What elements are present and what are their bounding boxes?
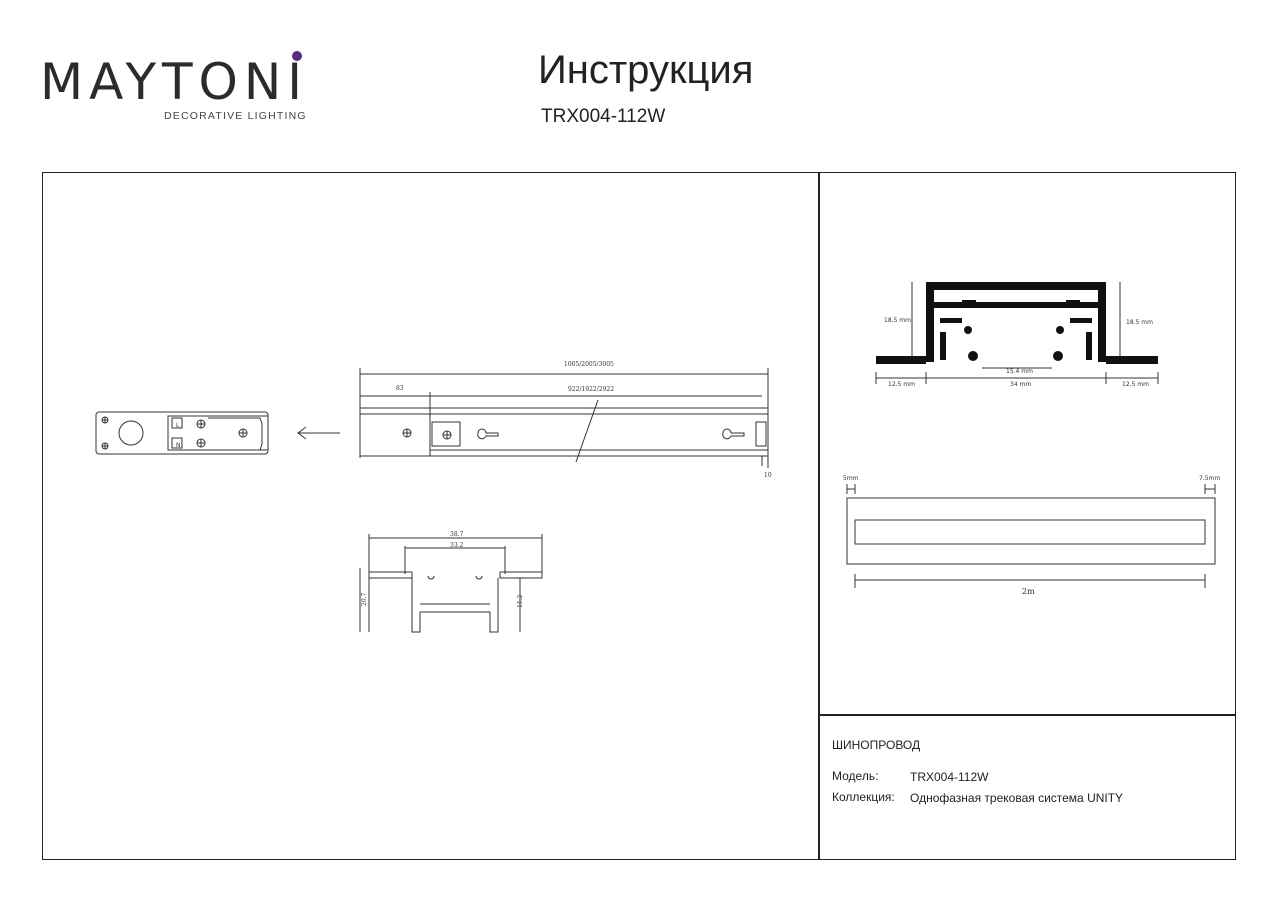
page-title: Инструкция (538, 48, 754, 92)
track-cross-section-drawing (875, 282, 1159, 384)
ceiling-cutout-drawing (846, 484, 1216, 588)
dim-profile-inner-height: 15.2 (517, 594, 524, 608)
dim-profile-outer-height: 20.7 (361, 592, 368, 606)
dim-profile-inner-width: 33.2 (450, 542, 464, 549)
model-value: TRX004-112W (910, 770, 989, 784)
dim-section-body-width: 34 mm (1010, 381, 1031, 388)
dim-profile-outer-width: 38.7 (450, 531, 464, 538)
dim-cutout-length: 2m (1022, 587, 1035, 596)
dim-cutout-margin-left: 5mm (843, 475, 859, 482)
track-profile-drawing (359, 534, 543, 633)
dim-section-flange-left: 12.5 mm (888, 381, 915, 388)
collection-value: Однофазная трековая система UNITY (910, 791, 1124, 805)
brand-logo: MAYTONI DECORATIVE LIGHTING (40, 48, 310, 128)
arrow-left-icon (297, 426, 340, 440)
product-type: ШИНОПРОВОД (832, 738, 921, 752)
track-side-view-drawing (359, 368, 769, 468)
frame-divider-horizontal (818, 714, 1236, 716)
dim-inner-length: 922/1922/2922 (568, 386, 614, 393)
dim-overall-length: 1005/2005/3005 (564, 361, 614, 368)
drawing-frame (42, 172, 1236, 860)
dim-cutout-margin-right: 7.5mm (1199, 475, 1220, 482)
model-heading: TRX004-112W (541, 106, 666, 127)
dim-section-height-left: 18.5 mm (884, 317, 911, 324)
logo-tagline: DECORATIVE LIGHTING (164, 110, 307, 122)
logo-dot-icon (292, 51, 302, 61)
svg-text:N: N (176, 442, 181, 449)
frame-divider-vertical (818, 172, 820, 860)
model-label: Модель: (832, 769, 879, 783)
dim-end-gap: 10 (764, 472, 772, 479)
collection-label: Коллекция: (832, 790, 895, 804)
dim-end-length: 83 (396, 385, 404, 392)
dim-section-height-right: 18.5 mm (1126, 319, 1153, 326)
track-connector-drawing: L N (95, 411, 269, 455)
logo-wordmark: MAYTONI (40, 53, 309, 111)
dim-section-slot-width: 15.4 mm (1006, 368, 1033, 375)
dim-section-flange-right: 12.5 mm (1122, 381, 1149, 388)
track-cross-section-solid (876, 282, 1158, 364)
svg-text:L: L (176, 422, 180, 429)
